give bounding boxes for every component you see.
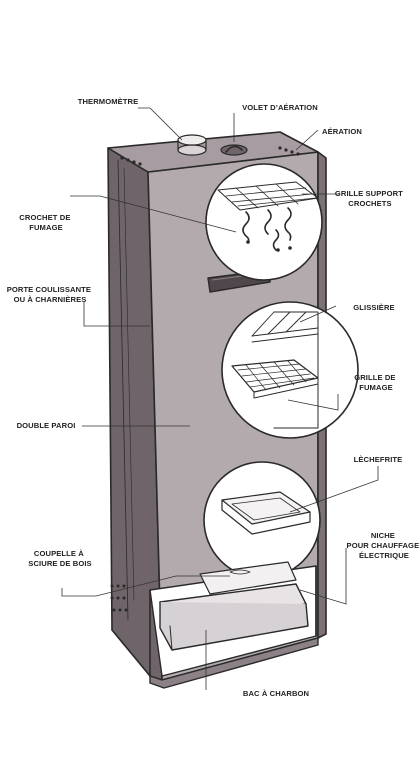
aeration-holes-left: [120, 156, 142, 166]
label-niche-chauffage: NICHE POUR CHAUFFAGE ÉLECTRIQUE: [347, 531, 420, 560]
label-double-paroi: DOUBLE PAROI: [17, 421, 76, 430]
side-vent-holes: [110, 584, 128, 612]
label-aeration: AÉRATION: [322, 127, 362, 136]
smoking-hooks: [242, 207, 292, 251]
label-grille-de-fumage: GRILLE DE FUMAGE: [354, 373, 398, 392]
label-porte-coulissante: PORTE COULISSANTE OU À CHARNIÈRES: [7, 285, 94, 304]
thermometer-icon: [177, 134, 207, 156]
label-thermometre: THERMOMÈTRE: [78, 97, 139, 106]
sawdust-cup-icon: [199, 561, 297, 595]
label-volet-aeration: VOLET D’AÉRATION: [242, 103, 318, 112]
label-glissiere: GLISSIÈRE: [353, 303, 394, 312]
cutaway-hooks-grid: [205, 163, 323, 281]
label-bac-a-charbon: BAC À CHARBON: [243, 689, 309, 698]
aeration-damper-icon: [220, 144, 248, 156]
aeration-holes-right: [278, 146, 300, 156]
smoker-cabinet: [107, 131, 359, 689]
label-grille-support-crochets: GRILLE SUPPORT CROCHETS: [335, 189, 405, 208]
label-coupelle-sciure: COUPELLE À SCIURE DE BOIS: [28, 549, 91, 568]
label-crochet-de-fumage: CROCHET DE FUMAGE: [19, 213, 72, 232]
cutaway-drip-tray: [203, 461, 321, 579]
cutaway-smoking-grid: [221, 301, 359, 439]
bottom-compartment: [149, 561, 317, 677]
labels: THERMOMÈTRE VOLET D’AÉRATION AÉRATION GR…: [7, 97, 420, 698]
coal-tray-icon: [159, 583, 309, 651]
leader-lines: [61, 107, 379, 690]
label-lechefrite: LÈCHEFRITE: [354, 455, 403, 464]
